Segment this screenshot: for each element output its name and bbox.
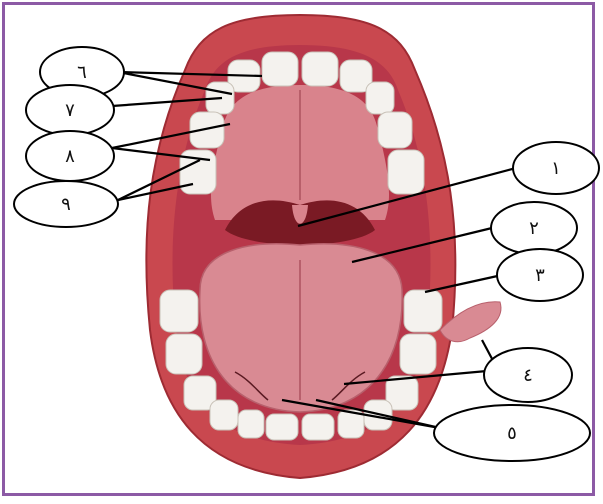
lower-incisor bbox=[266, 414, 298, 440]
upper-tooth bbox=[366, 82, 394, 114]
lower-molar bbox=[404, 290, 442, 332]
upper-molar bbox=[388, 150, 424, 194]
label-7: ٧ bbox=[65, 100, 75, 121]
label-9: ٩ bbox=[61, 194, 71, 215]
label-8: ٨ bbox=[65, 146, 75, 167]
lower-incisor bbox=[302, 414, 334, 440]
lower-tooth bbox=[238, 410, 264, 438]
lower-molar bbox=[160, 290, 198, 332]
label-6: ٦ bbox=[77, 62, 87, 83]
lower-molar bbox=[400, 334, 436, 374]
label-1: ١ bbox=[551, 158, 561, 179]
label-5: ٥ bbox=[507, 423, 517, 444]
label-2: ٢ bbox=[529, 218, 539, 239]
upper-incisor bbox=[302, 52, 338, 86]
upper-incisor bbox=[262, 52, 298, 86]
upper-molar bbox=[378, 112, 412, 148]
lower-tooth bbox=[210, 400, 238, 430]
label-4: ٤ bbox=[523, 365, 533, 386]
label-3: ٣ bbox=[535, 265, 545, 286]
lower-molar bbox=[166, 334, 202, 374]
